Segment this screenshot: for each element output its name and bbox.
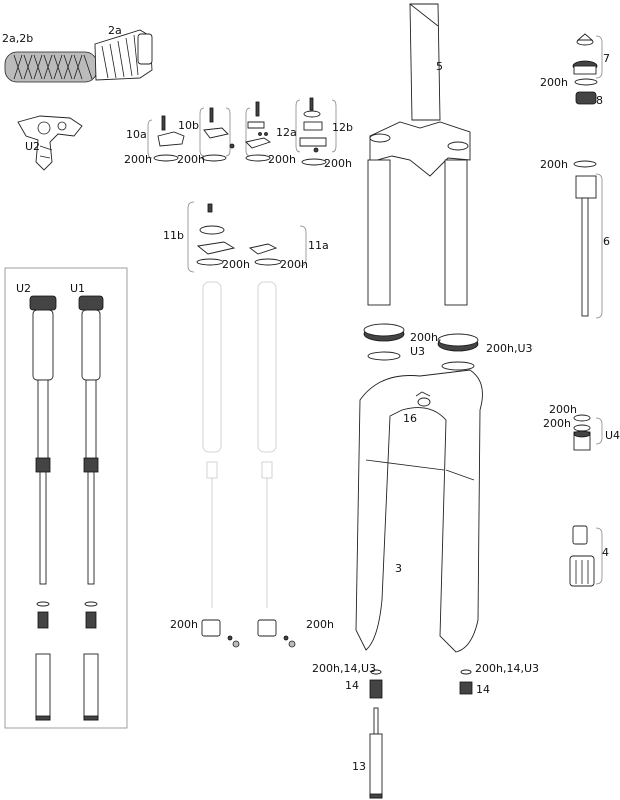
label-200h-b: 200h [177,153,205,166]
seal-pair-u3 [363,323,479,371]
label-u2-top: U2 [25,140,40,153]
label-4: 4 [602,546,609,559]
label-200h-14-u3-right: 200h,14,U3 [475,662,539,675]
label-6: 6 [603,235,610,248]
label-200h-g: 200h [170,618,198,631]
cartridge-faint-pair [201,281,296,648]
label-2a: 2a [108,24,122,37]
label-3: 3 [395,562,402,575]
label-200h-14-u3-left: 200h,14,U3 [312,662,376,675]
label-12b: 12b [332,121,353,134]
label-200h-f: 200h [280,258,308,271]
grip-assembly [4,29,153,83]
adjuster-parts-11 [187,201,307,273]
label-2a-2b: 2a,2b [2,32,33,45]
topcap-parts-7-8 [572,33,603,105]
label-u2-box: U2 [16,282,31,295]
label-14-right: 14 [476,683,490,696]
label-200h-u3-b: 200h,U3 [486,342,533,355]
label-13: 13 [352,760,366,773]
label-u4: U4 [605,429,620,442]
label-200h-u4b: 200h [543,417,571,430]
label-200h-7: 200h [540,76,568,89]
callout-labels: 2a,2b 2a U2 5 7 200h 8 10a 10b 12a 12b 2… [2,24,620,773]
parts-u4 [573,414,603,451]
lower-legs-3 [355,369,483,653]
part-4 [569,525,603,587]
label-200h-a: 200h [124,153,152,166]
label-5: 5 [436,60,443,73]
bottom-bolts-14-13 [369,669,473,799]
label-11a: 11a [308,239,329,252]
label-7: 7 [603,52,610,65]
crown-steerer-5 [367,3,471,306]
remote-lever-u2 [17,115,83,171]
cartridge-group-box [4,267,128,729]
label-8: 8 [596,94,603,107]
damper-rod-6 [573,160,603,319]
label-16: 16 [403,412,417,425]
label-200h-u4a: 200h [549,403,577,416]
label-12a: 12a [276,126,297,139]
label-11b: 11b [163,229,184,242]
label-200h-6: 200h [540,158,568,171]
label-200h-u3-a1: 200h, [410,331,441,344]
label-10b: 10b [178,119,199,132]
label-200h-e: 200h [222,258,250,271]
label-200h-d: 200h [324,157,352,170]
label-200h-c: 200h [268,153,296,166]
label-10a: 10a [126,128,147,141]
label-14-left: 14 [345,679,359,692]
label-200h-h: 200h [306,618,334,631]
label-200h-u3-a2: U3 [410,345,425,358]
label-u1-box: U1 [70,282,85,295]
lockout-parts-group [147,97,337,166]
cartridge-u2-u1 [29,295,104,721]
